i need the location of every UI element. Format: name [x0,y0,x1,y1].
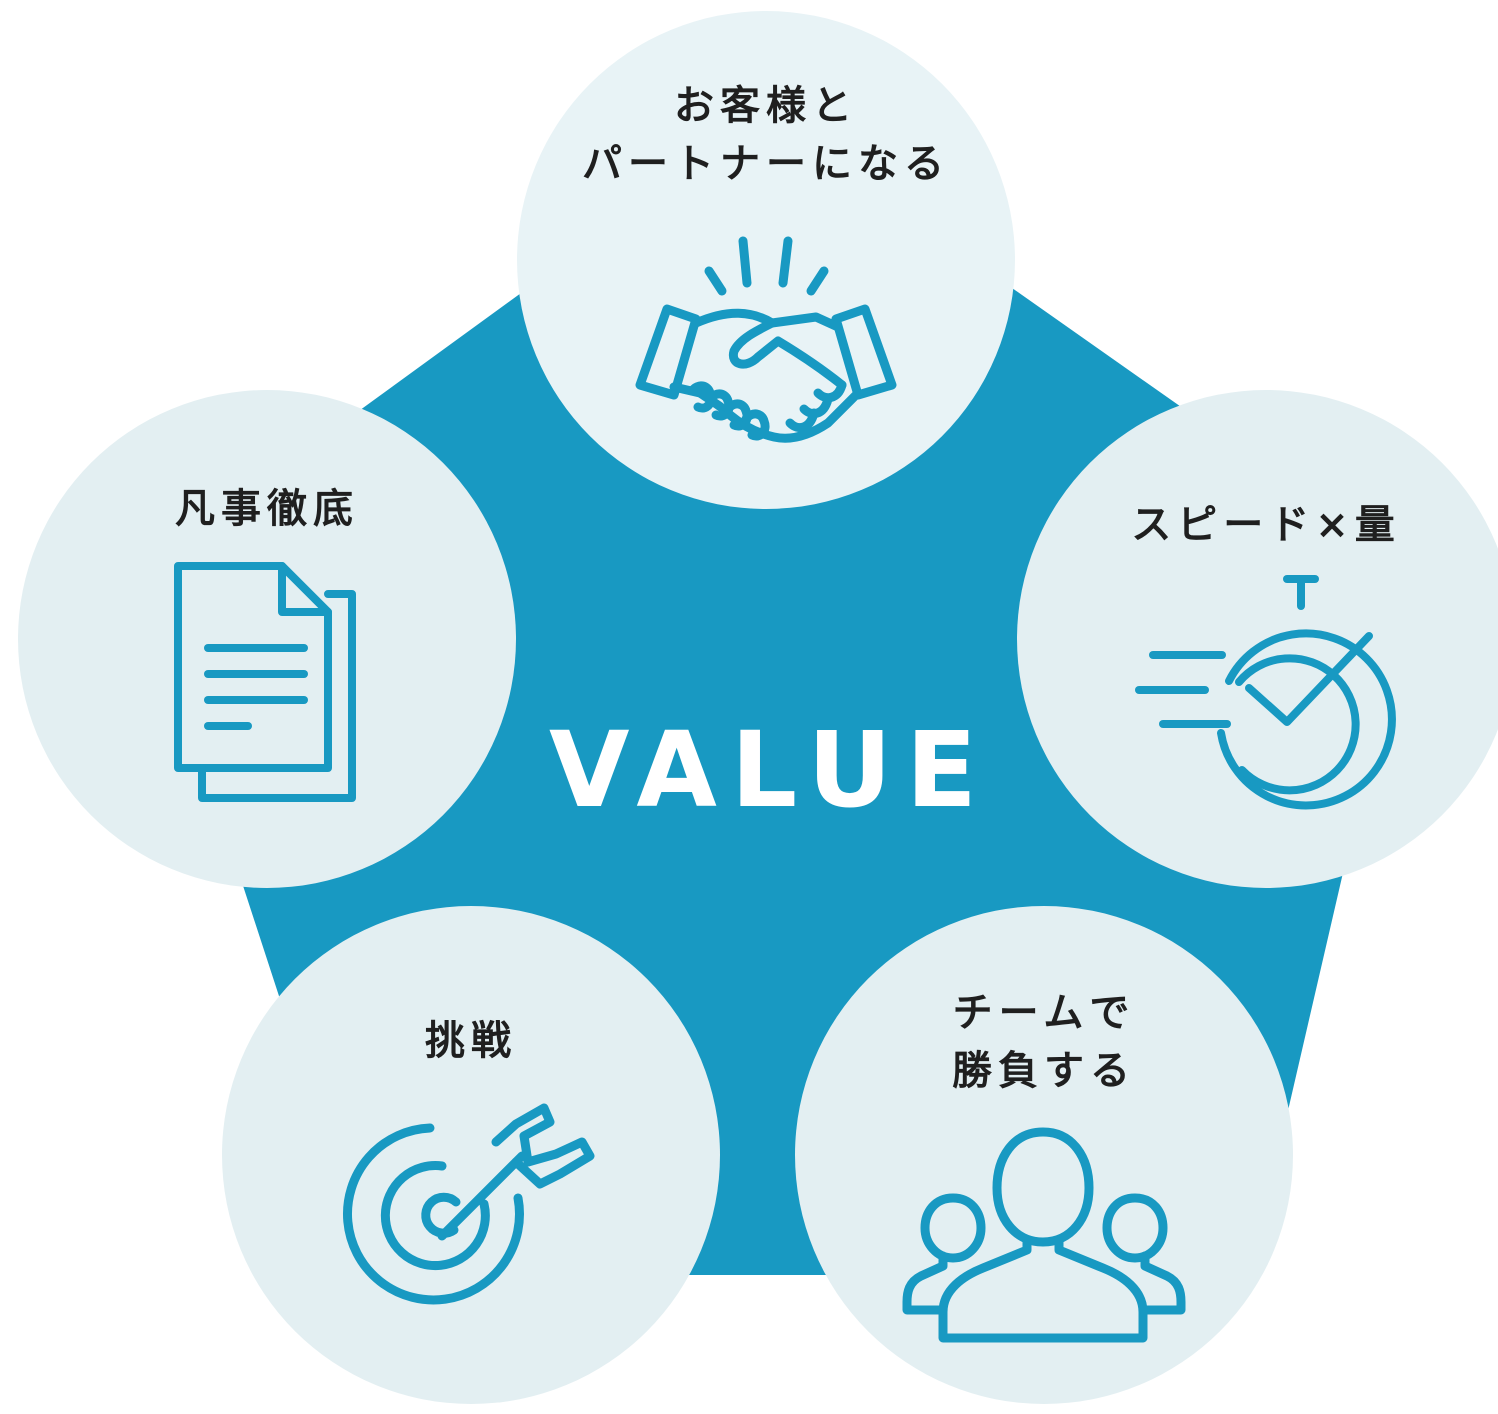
value-label-line: お客様と [674,83,858,129]
value-circle-speed-volume: スピード×量 [1017,390,1498,888]
value-circle-customer-partner: お客様と パートナーになる [517,11,1015,509]
document-icon [174,562,356,802]
value-label: 挑戦 [222,1012,720,1070]
value-circle-team: チームで 勝負する [795,906,1293,1404]
value-label-line: チームで [952,990,1136,1036]
center-title: VALUE [549,709,991,831]
value-label-line: 凡事徹底 [175,486,359,532]
value-circle-challenge: 挑戦 [222,906,720,1404]
target-arrow-icon [343,1103,595,1305]
stopwatch-check-icon [1135,575,1396,810]
value-label-line: 挑戦 [425,1018,517,1064]
value-label: スピード×量 [1017,496,1498,554]
value-circle-basics: 凡事徹底 [18,390,516,888]
value-label-line: スピード×量 [1131,502,1401,548]
value-label-line: 勝負する [952,1048,1136,1094]
value-label: 凡事徹底 [18,480,516,538]
handshake-icon [635,236,897,443]
value-label-line: パートナーになる [582,141,950,187]
team-icon [902,1127,1186,1343]
value-label: チームで 勝負する [795,984,1293,1100]
value-label: お客様と パートナーになる [517,77,1015,193]
